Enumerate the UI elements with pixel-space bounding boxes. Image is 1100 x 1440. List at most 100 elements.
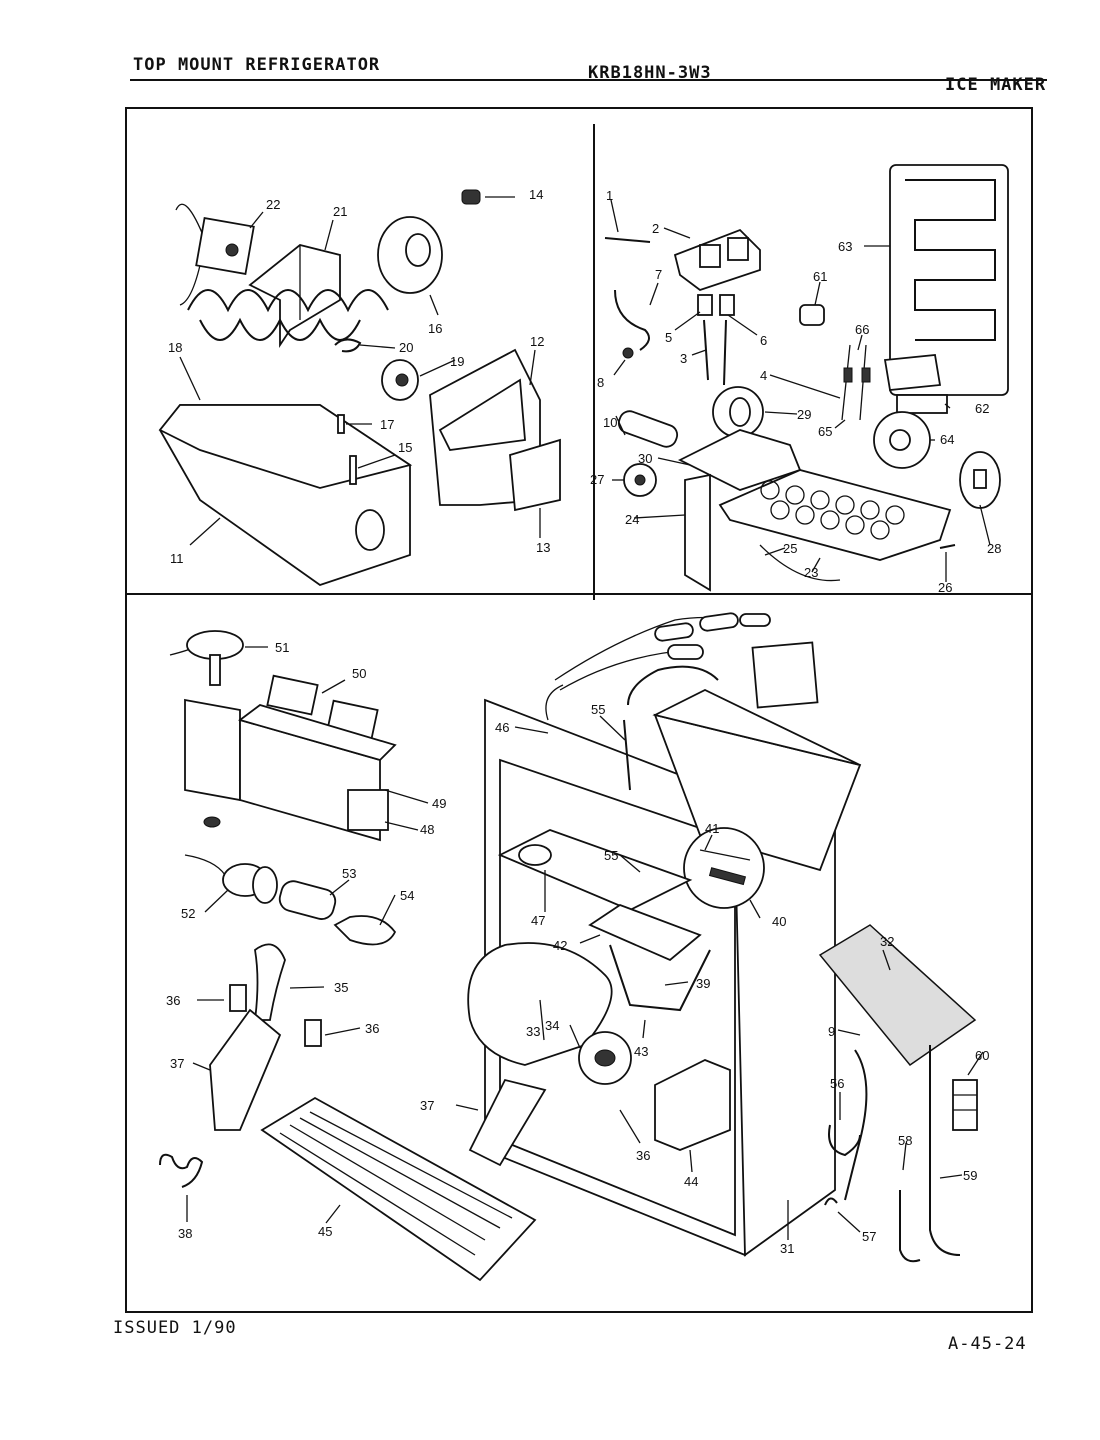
- callout-9: 9: [828, 1024, 835, 1039]
- callout-21: 21: [333, 204, 347, 219]
- part-bushing-detail: [578, 1031, 632, 1085]
- part-fill-tube: [617, 410, 679, 448]
- callout-37b: 37: [420, 1098, 434, 1113]
- tr-leaders: [610, 199, 991, 582]
- callout-15: 15: [398, 440, 412, 455]
- part-ice-bucket: [158, 404, 413, 586]
- part-evaporator-mold-heater: [883, 164, 1009, 396]
- part-water-tube-lower: [828, 1049, 868, 1201]
- part-light-bulb: [333, 915, 397, 946]
- callout-22: 22: [266, 197, 280, 212]
- callout-63: 63: [838, 239, 852, 254]
- callouts-bottom: 51 50 46 55 49 48 41 55 53 52 54 47 40 3…: [166, 640, 989, 1256]
- part-insulation-pad: [509, 438, 561, 512]
- part-small-plug: [461, 189, 481, 205]
- callout-61: 61: [813, 269, 827, 284]
- callout-32: 32: [880, 934, 894, 949]
- callout-24: 24: [625, 512, 639, 527]
- callout-31: 31: [780, 1241, 794, 1256]
- part-valve-fittings: [697, 294, 735, 316]
- callout-12: 12: [530, 334, 544, 349]
- callout-53: 53: [342, 866, 356, 881]
- part-fill-cup: [377, 216, 443, 294]
- callout-55b: 55: [604, 848, 618, 863]
- callout-38: 38: [178, 1226, 192, 1241]
- diagram-frames: [125, 107, 1033, 1313]
- callout-50: 50: [352, 666, 366, 681]
- part-door-shield: [497, 829, 693, 911]
- callout-57: 57: [862, 1229, 876, 1244]
- part-shutoff-arm-detail: [959, 451, 1001, 509]
- callout-13: 13: [536, 540, 550, 555]
- callout-23: 23: [804, 565, 818, 580]
- callout-33: 33: [526, 1024, 540, 1039]
- bottom-leaders: [186, 646, 984, 1240]
- callout-8: 8: [597, 375, 604, 390]
- part-clip: [334, 338, 362, 353]
- callout-66: 66: [855, 322, 869, 337]
- part-detail-circle-41-40: [683, 827, 765, 909]
- footer-issued: ISSUED 1/90: [113, 1318, 237, 1338]
- callout-55: 55: [591, 702, 605, 717]
- callout-36b: 36: [365, 1021, 379, 1036]
- callout-6: 6: [760, 333, 767, 348]
- callout-5: 5: [665, 330, 672, 345]
- footer-page-code: A-45-24: [948, 1334, 1027, 1354]
- callout-58: 58: [898, 1133, 912, 1148]
- callout-47: 47: [531, 913, 545, 928]
- callout-52: 52: [181, 906, 195, 921]
- callout-60: 60: [975, 1048, 989, 1063]
- callout-4: 4: [760, 368, 767, 383]
- callout-25: 25: [783, 541, 797, 556]
- part-nut-small: [203, 816, 221, 828]
- callout-37a: 37: [170, 1056, 184, 1071]
- callout-44: 44: [684, 1174, 698, 1189]
- part-switch-bracket: [184, 698, 397, 842]
- part-defrost-timer: [175, 203, 255, 306]
- callout-20: 20: [399, 340, 413, 355]
- callout-56: 56: [830, 1076, 844, 1091]
- callouts-top-right: 1 2 63 61 7 5 6 66 3 8 4 29 62 10 65 64 …: [590, 188, 1001, 595]
- part-shelf-panel: [818, 924, 977, 1067]
- part-mounting-bracket: [248, 244, 341, 348]
- callout-36a: 36: [166, 993, 180, 1008]
- callout-45: 45: [318, 1224, 332, 1239]
- callout-35: 35: [334, 980, 348, 995]
- part-water-valve: [673, 228, 761, 292]
- part-micro-switches: [266, 674, 379, 741]
- callout-54: 54: [400, 888, 414, 903]
- header-rule: [130, 79, 1047, 81]
- part-small-pins: [337, 414, 357, 485]
- callout-17: 17: [380, 417, 394, 432]
- callout-43: 43: [634, 1044, 648, 1059]
- callout-3: 3: [680, 351, 687, 366]
- callouts-top-left: 22 21 14 16 18 20 19 12 17 15 11 13: [168, 187, 550, 566]
- part-wire-bracket: [588, 903, 711, 1012]
- callout-2: 2: [652, 221, 659, 236]
- part-fitting-60: [952, 1079, 978, 1131]
- part-grommet: [381, 359, 419, 401]
- part-actuator-arm: [468, 1078, 547, 1167]
- callout-51: 51: [275, 640, 289, 655]
- callout-11: 11: [170, 551, 184, 566]
- part-door-switch: [169, 630, 244, 686]
- callout-36c: 36: [636, 1148, 650, 1163]
- part-fill-tube-detail: [712, 386, 764, 438]
- callout-29: 29: [797, 407, 811, 422]
- part-lamp-shield: [278, 880, 337, 920]
- callout-48: 48: [420, 822, 434, 837]
- header-left-title: TOP MOUNT REFRIGERATOR: [133, 55, 381, 75]
- part-thermostat-detail: [873, 394, 948, 469]
- callout-34: 34: [545, 1018, 559, 1033]
- part-water-tube-upper: [623, 665, 719, 791]
- callout-18: 18: [168, 340, 182, 355]
- callout-16: 16: [428, 321, 442, 336]
- part-gear-detail: [623, 463, 657, 497]
- tl-leaders: [179, 196, 541, 546]
- part-pipe-58: [899, 1190, 921, 1263]
- callout-26: 26: [938, 580, 952, 595]
- part-shutoff-arm: [939, 544, 956, 549]
- part-motor-cover: [654, 1059, 731, 1151]
- callout-7: 7: [655, 267, 662, 282]
